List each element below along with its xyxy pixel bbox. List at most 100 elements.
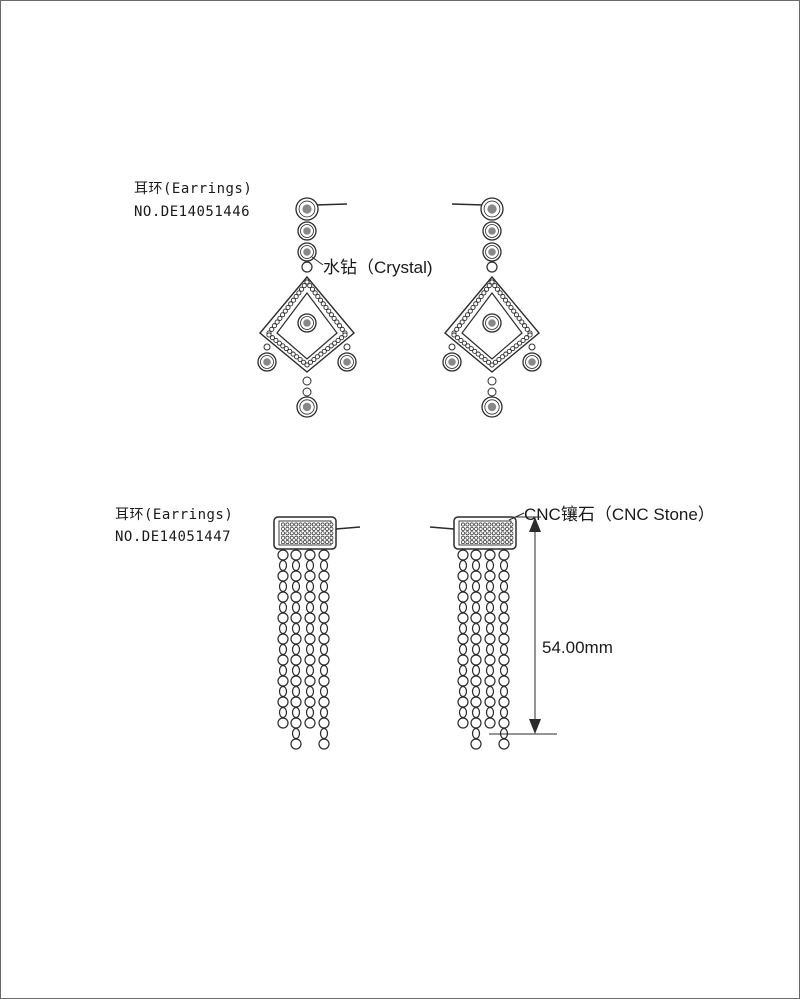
chain-link: [471, 664, 481, 677]
cnc-stone: [469, 540, 474, 545]
cnc-stone: [483, 535, 487, 540]
ear-wire: [451, 203, 485, 206]
pave-stone: [337, 323, 343, 329]
pave-stone: [342, 332, 348, 338]
pave-stone: [271, 323, 277, 329]
chain-link: [485, 601, 495, 614]
pave-stone: [486, 283, 492, 289]
chain-link: [470, 612, 482, 624]
chain-link: [499, 559, 509, 572]
chain-link: [458, 580, 468, 593]
cnc-stone: [478, 526, 483, 531]
cnc-stone: [320, 531, 325, 536]
chain-link: [318, 549, 330, 561]
cnc-stone: [320, 526, 325, 531]
chain-link: [485, 706, 495, 719]
pave-stone: [489, 279, 495, 285]
cnc-stone: [465, 526, 470, 531]
second-stone-gem: [303, 227, 311, 235]
pave-stone: [479, 354, 485, 360]
chain-link: [499, 685, 509, 698]
chain-link: [290, 591, 302, 603]
chain-link: [458, 601, 468, 614]
pave-stone: [505, 301, 511, 307]
cnc-stone: [298, 531, 303, 536]
chain-link: [291, 559, 301, 572]
side-drop-stone-gem: [528, 358, 536, 366]
cnc-stone: [496, 522, 501, 527]
chain-link: [304, 654, 316, 666]
chain-link: [457, 696, 469, 708]
pave-stone: [280, 312, 286, 318]
chain-link: [484, 696, 496, 708]
chain-link: [304, 717, 316, 729]
chain-link: [318, 570, 330, 582]
pave-stone: [517, 340, 523, 346]
cnc-stone: [461, 522, 465, 527]
chain-link: [318, 654, 330, 666]
cnc-stone: [311, 522, 316, 527]
chain-link: [471, 580, 481, 593]
chain-link: [319, 685, 329, 698]
chain-link: [290, 717, 302, 729]
chain-link: [470, 633, 482, 645]
pave-stone: [280, 343, 286, 349]
pave-stone: [473, 301, 479, 307]
third-stone-gem: [488, 248, 496, 256]
chain-link: [457, 717, 469, 729]
chain-link: [485, 664, 495, 677]
pave-stone: [304, 279, 310, 285]
pave-stone: [458, 337, 464, 344]
chain-link: [457, 675, 469, 687]
pave-stone: [465, 312, 471, 318]
cnc-stone: [311, 526, 316, 531]
chain-link: [305, 706, 315, 719]
cnc-stone: [500, 540, 505, 545]
pave-stone: [276, 340, 282, 346]
link: [263, 343, 271, 351]
chain-link: [277, 549, 289, 561]
cnc-stone: [316, 522, 321, 527]
chain-link: [278, 559, 288, 572]
pave-stone: [489, 362, 495, 368]
chain-link: [458, 622, 468, 635]
chain-link: [470, 654, 482, 666]
cnc-stone: [487, 535, 492, 540]
pave-stone: [326, 308, 332, 314]
cnc-stone: [491, 526, 496, 531]
chain-link: [291, 664, 301, 677]
chain-link: [457, 633, 469, 645]
chain-link: [291, 685, 301, 698]
chain-link: [290, 738, 302, 750]
bottom-drop-stone-gem: [302, 402, 312, 412]
cnc-stone: [320, 540, 325, 545]
chain-link: [319, 559, 329, 572]
chain-link: [305, 664, 315, 677]
cnc-stone: [311, 535, 316, 540]
chain-link: [319, 601, 329, 614]
chain-link: [485, 559, 495, 572]
cnc-stone: [469, 531, 474, 536]
link: [487, 376, 497, 386]
cnc-stone: [478, 531, 483, 536]
pave-stone: [328, 343, 334, 349]
pave-stone: [513, 343, 519, 349]
cnc-stone: [474, 535, 479, 540]
side-drop-stone-gem: [448, 358, 456, 366]
pave-stone: [511, 308, 517, 314]
product-2-code: NO.DE14051447: [115, 529, 232, 545]
cnc-stone: [509, 522, 514, 527]
chain-link: [471, 706, 481, 719]
ear-wire: [314, 203, 348, 206]
earring-1-left: [257, 197, 357, 418]
pave-stone: [274, 319, 280, 325]
cnc-stone: [491, 540, 496, 545]
top-stone-gem: [487, 204, 497, 214]
chain-link: [304, 696, 316, 708]
chain-link: [304, 633, 316, 645]
cnc-stone: [325, 526, 329, 531]
pave-stone: [482, 356, 488, 363]
cnc-stone: [307, 531, 312, 536]
chain-link: [278, 580, 288, 593]
bottom-drop-stone-gem: [487, 402, 497, 412]
